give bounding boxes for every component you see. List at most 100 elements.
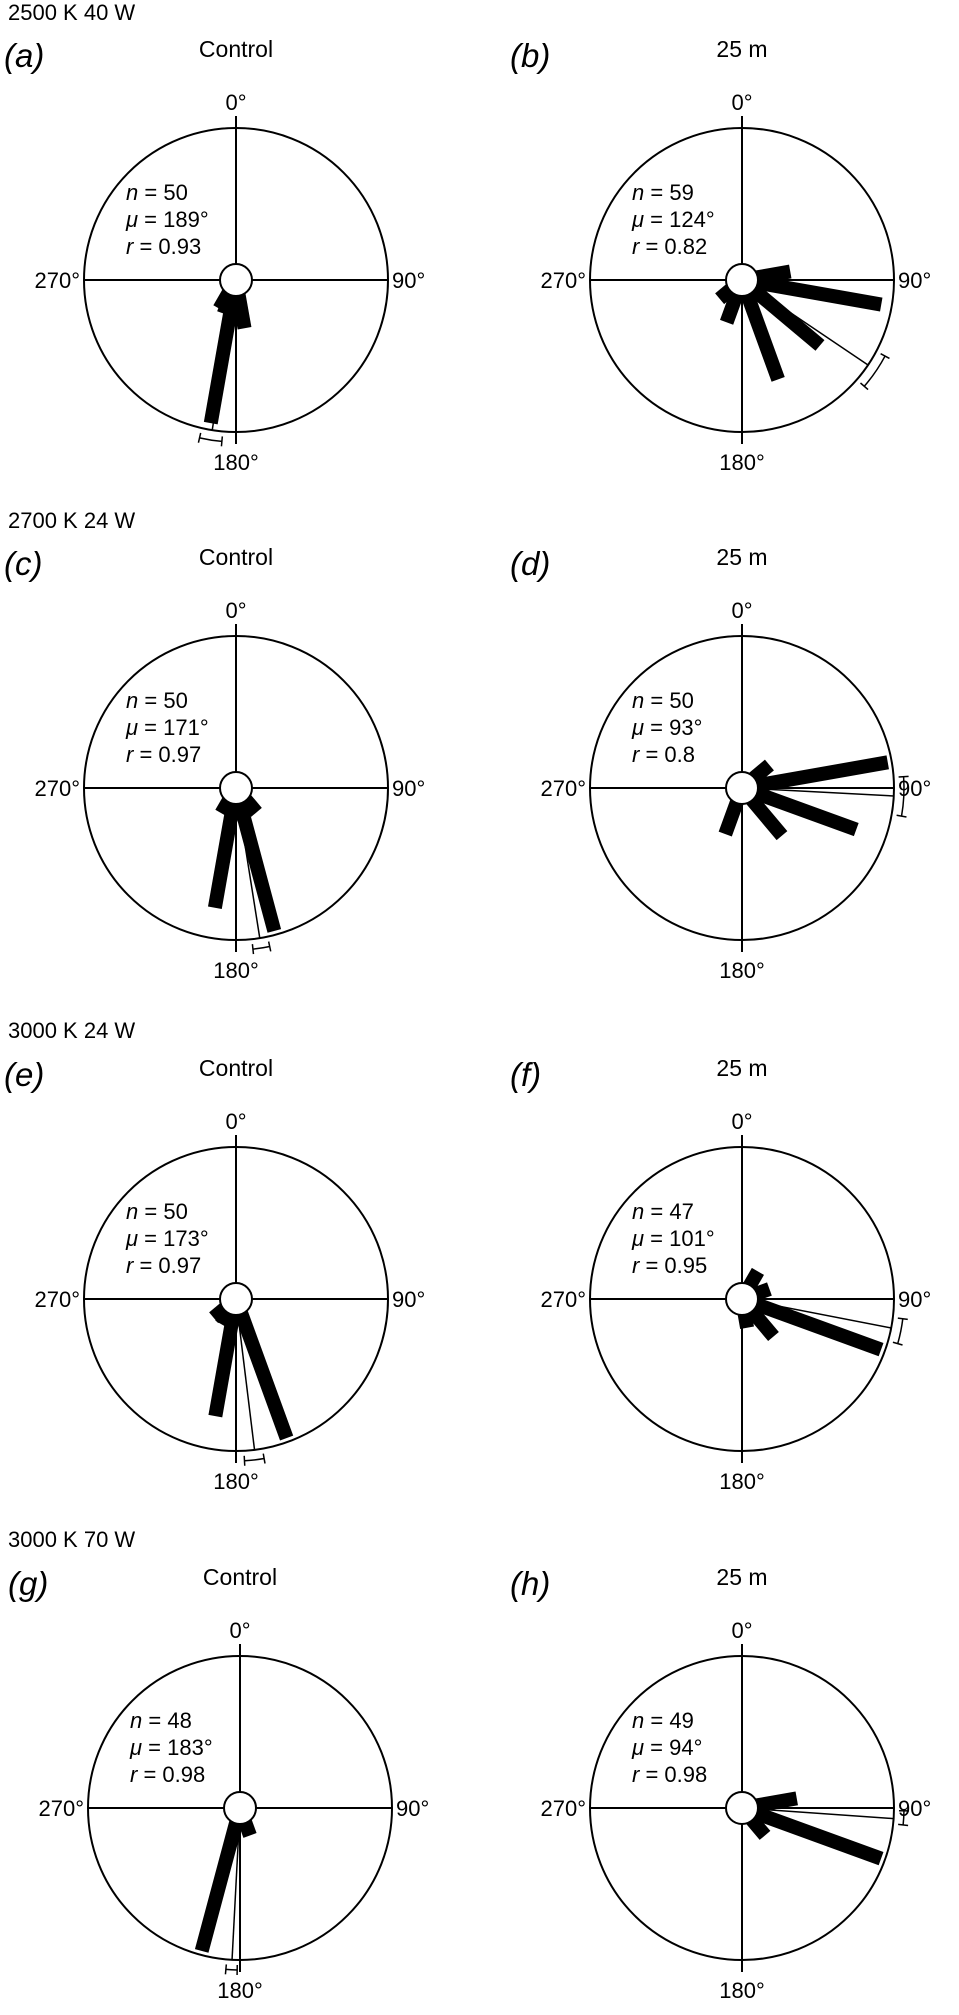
stat-n-value: 48 xyxy=(167,1708,191,1733)
stat-n: n = 48 xyxy=(130,1708,192,1733)
axis-label-0: 0° xyxy=(731,90,752,115)
stat-mu: μ = 189° xyxy=(125,207,209,232)
axis-label-180: 180° xyxy=(719,1469,765,1494)
ci-tick xyxy=(243,1455,246,1466)
stat-mu-equals: = xyxy=(644,207,669,232)
stat-r-value: 0.98 xyxy=(162,1762,205,1787)
confidence-interval xyxy=(224,1964,239,1975)
axis-label-180: 180° xyxy=(213,1469,259,1494)
rose-bar-140 xyxy=(745,1814,771,1840)
stat-r-symbol: r xyxy=(632,234,641,259)
stat-n-value: 50 xyxy=(163,1199,187,1224)
panel-title: Control xyxy=(199,36,273,62)
stat-mu-equals: = xyxy=(644,715,669,740)
axis-label-90: 90° xyxy=(898,268,931,293)
stat-n-equals: = xyxy=(644,1199,669,1224)
stat-n-value: 50 xyxy=(163,688,187,713)
panel-letter: (f) xyxy=(510,1056,541,1093)
panel-title: 25 m xyxy=(716,544,767,570)
stat-n-symbol: n xyxy=(126,688,138,713)
axis-label-90: 90° xyxy=(392,268,425,293)
stat-n-symbol: n xyxy=(632,1199,644,1224)
axis-label-270: 270° xyxy=(540,776,586,801)
stat-mu-symbol: μ xyxy=(129,1735,142,1760)
stat-r-equals: = xyxy=(137,1762,162,1787)
stat-r: r = 0.98 xyxy=(130,1762,205,1787)
axis-label-180: 180° xyxy=(213,450,259,475)
panel-letter: (b) xyxy=(510,37,550,74)
ci-tick xyxy=(262,1453,266,1464)
stat-n-equals: = xyxy=(138,688,163,713)
stat-mu-value: 173° xyxy=(163,1226,209,1251)
stat-r-symbol: r xyxy=(632,742,641,767)
axis-label-0: 0° xyxy=(731,1109,752,1134)
axis-label-180: 180° xyxy=(213,958,259,983)
stat-r-symbol: r xyxy=(130,1762,139,1787)
center-hub xyxy=(219,263,253,297)
ci-tick xyxy=(220,436,224,447)
ci-arc xyxy=(225,1968,238,1971)
rose-bar-100 xyxy=(754,275,883,312)
stat-r-value: 0.97 xyxy=(158,1253,201,1278)
ci-arc xyxy=(252,945,270,950)
panel-letter: (c) xyxy=(4,545,42,582)
rose-bar-165 xyxy=(232,799,282,933)
ci-tick xyxy=(898,1823,909,1827)
axis-label-270: 270° xyxy=(540,268,586,293)
rose-bar-50 xyxy=(748,759,774,785)
axis-label-0: 0° xyxy=(225,598,246,623)
axis-label-90: 90° xyxy=(392,1287,425,1312)
stat-mu-symbol: μ xyxy=(125,1226,138,1251)
stat-n-symbol: n xyxy=(632,180,644,205)
axis-label-270: 270° xyxy=(34,776,80,801)
rose-bar-200 xyxy=(718,798,744,837)
ci-arc xyxy=(244,1457,265,1462)
rose-panel-b: (b)25 m0°90°180°270°n = 59μ = 124°r = 0.… xyxy=(510,36,931,475)
stat-n-value: 50 xyxy=(669,688,693,713)
ci-arc xyxy=(902,1810,905,1826)
rose-bar-190 xyxy=(207,800,241,909)
mean-vector xyxy=(741,787,894,797)
stat-r-equals: = xyxy=(133,742,158,767)
stat-r: r = 0.93 xyxy=(126,234,201,259)
center-hub xyxy=(725,263,759,297)
ci-tick xyxy=(859,382,869,391)
center-hub xyxy=(223,1791,257,1825)
rose-panel-h: (h)25 m0°90°180°270°n = 49μ = 94°r = 0.9… xyxy=(510,1564,931,2003)
stat-mu-equals: = xyxy=(138,715,163,740)
rose-panel-f: (f)25 m0°90°180°270°n = 47μ = 101°r = 0.… xyxy=(510,1055,931,1494)
stat-n: n = 49 xyxy=(632,1708,694,1733)
panel-letter: (g) xyxy=(8,1565,48,1602)
axis-label-180: 180° xyxy=(719,1978,765,2003)
ci-tick xyxy=(896,814,907,818)
stat-r: r = 0.82 xyxy=(632,234,707,259)
stat-r-value: 0.97 xyxy=(158,742,201,767)
stat-mu-equals: = xyxy=(644,1226,669,1251)
mean-vector xyxy=(211,279,237,431)
axis-label-270: 270° xyxy=(34,1287,80,1312)
stat-r-symbol: r xyxy=(632,1762,641,1787)
axis-label-180: 180° xyxy=(217,1978,263,2003)
stat-n: n = 50 xyxy=(126,180,188,205)
rose-bar-140 xyxy=(745,1305,779,1342)
axis-label-90: 90° xyxy=(392,776,425,801)
stat-mu-value: 189° xyxy=(163,207,209,232)
stat-r-value: 0.8 xyxy=(664,742,695,767)
stat-mu-equals: = xyxy=(138,207,163,232)
stat-r-value: 0.82 xyxy=(664,234,707,259)
panel-title: 25 m xyxy=(716,1564,767,1590)
stat-n-value: 59 xyxy=(669,180,693,205)
axis-label-0: 0° xyxy=(225,90,246,115)
panel-letter: (a) xyxy=(4,37,44,74)
stat-mu-equals: = xyxy=(138,1226,163,1251)
stat-n-value: 50 xyxy=(163,180,187,205)
stat-mu-symbol: μ xyxy=(631,715,644,740)
rose-bar-160 xyxy=(234,1309,294,1441)
stat-n-symbol: n xyxy=(632,1708,644,1733)
stat-r-equals: = xyxy=(133,1253,158,1278)
center-hub xyxy=(725,1282,759,1316)
stat-r-value: 0.93 xyxy=(158,234,201,259)
rose-panel-d: (d)25 m0°90°180°270°n = 50μ = 93°r = 0.8 xyxy=(510,544,931,983)
stat-n-equals: = xyxy=(644,1708,669,1733)
panel-title: Control xyxy=(203,1564,277,1590)
